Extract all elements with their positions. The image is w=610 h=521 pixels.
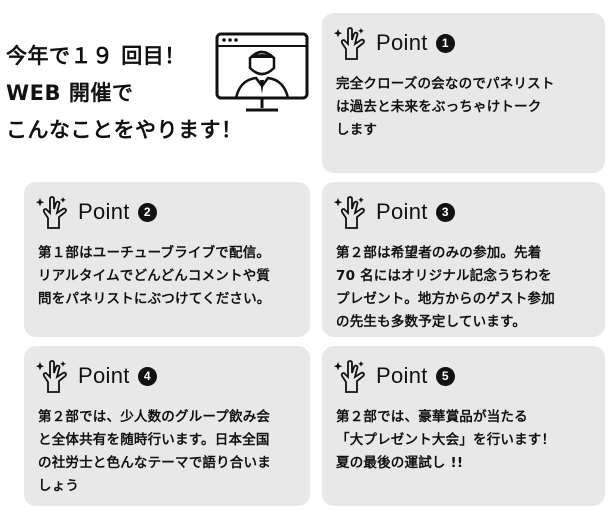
point-card-2: Point 2 第１部はユーチューブライブで配信。 リアルタイムでどんどんコメン… (24, 182, 310, 337)
point-label: Point (78, 363, 130, 388)
point-text-line: は過去と未来をぶっちゃけトーク (336, 99, 542, 115)
point-text-line: 夏の最後の運試し !! (336, 455, 464, 471)
point-label: Point (78, 199, 130, 224)
point-description: 第１部はユーチューブライブで配信。 リアルタイムでどんどんコメントや質 問をパネ… (38, 242, 300, 311)
point-text-line: 「大プレゼント大会」を行います！ (336, 432, 556, 448)
point-text-line: の先生も多数予定しています。 (336, 314, 527, 330)
point-number-badge: 2 (137, 202, 157, 222)
point-number-badge: 4 (137, 366, 157, 386)
point-text-line: 完全クローズの会なのでパネリスト (336, 76, 555, 92)
point-text-line: の社労士と色んなテーマで語り合いま (38, 455, 271, 471)
point-number-badge: 5 (435, 366, 455, 386)
point-header: Point 5 (334, 358, 455, 394)
point-text-line: します (336, 122, 378, 138)
point-text-line: しょう (38, 478, 80, 494)
point-text-line: 第２部では、豪華賞品が当たる (336, 409, 528, 425)
point-number-badge: 3 (435, 202, 455, 222)
headline-line-1: 今年で１９ 回目！ (6, 44, 186, 68)
point-text-line: 70 名にはオリジナル記念うちわを (336, 268, 552, 284)
point-header: Point 4 (36, 358, 157, 394)
point-description: 第２部では、豪華賞品が当たる 「大プレゼント大会」を行います！ 夏の最後の運試し… (336, 406, 595, 475)
point-header: Point 2 (36, 194, 157, 230)
sparkle-hand-icon (36, 196, 67, 229)
headline: 今年で１９ 回目！ WEB 開催で こんなことをやります！ (6, 38, 243, 149)
point-card-4: Point 4 第２部では、少人数のグループ飲み会 と全体共有を随時行います。日… (24, 346, 310, 506)
point-description: 第２部では、少人数のグループ飲み会 と全体共有を随時行います。日本全国 の社労士… (38, 406, 300, 498)
presenter-on-monitor-icon (215, 32, 309, 112)
point-label: Point (376, 30, 428, 55)
point-text-line: 第２部は希望者のみの参加。先着 (336, 245, 542, 261)
sparkle-hand-icon (36, 360, 67, 393)
point-label: Point (376, 199, 428, 224)
point-card-5: Point 5 第２部では、豪華賞品が当たる 「大プレゼント大会」を行います！ … (322, 346, 605, 506)
sparkle-hand-icon (334, 27, 365, 60)
headline-line-2: WEB 開催で (6, 81, 134, 105)
point-card-3: Point 3 第２部は希望者のみの参加。先着 70 名にはオリジナル記念うちわ… (322, 182, 605, 337)
point-text-line: プレゼント。地方からのゲスト参加 (336, 291, 555, 307)
point-label: Point (376, 363, 428, 388)
point-text-line: リアルタイムでどんどんコメントや質 (38, 268, 271, 284)
point-text-line: 第１部はユーチューブライブで配信。 (38, 245, 271, 261)
point-text-line: 第２部では、少人数のグループ飲み会 (38, 409, 271, 425)
sparkle-hand-icon (334, 360, 365, 393)
point-description: 第２部は希望者のみの参加。先着 70 名にはオリジナル記念うちわを プレゼント。… (336, 242, 595, 334)
point-header: Point 3 (334, 194, 455, 230)
point-text-line: 問をパネリストにぶつけてください。 (38, 291, 271, 307)
headline-line-3: こんなことをやります！ (6, 118, 243, 142)
sparkle-hand-icon (334, 196, 365, 229)
point-description: 完全クローズの会なのでパネリスト は過去と未来をぶっちゃけトーク します (336, 73, 595, 142)
point-number-badge: 1 (435, 33, 455, 53)
point-text-line: と全体共有を随時行います。日本全国 (38, 432, 270, 448)
point-card-1: Point 1 完全クローズの会なのでパネリスト は過去と未来をぶっちゃけトーク… (322, 13, 605, 173)
point-header: Point 1 (334, 25, 455, 61)
